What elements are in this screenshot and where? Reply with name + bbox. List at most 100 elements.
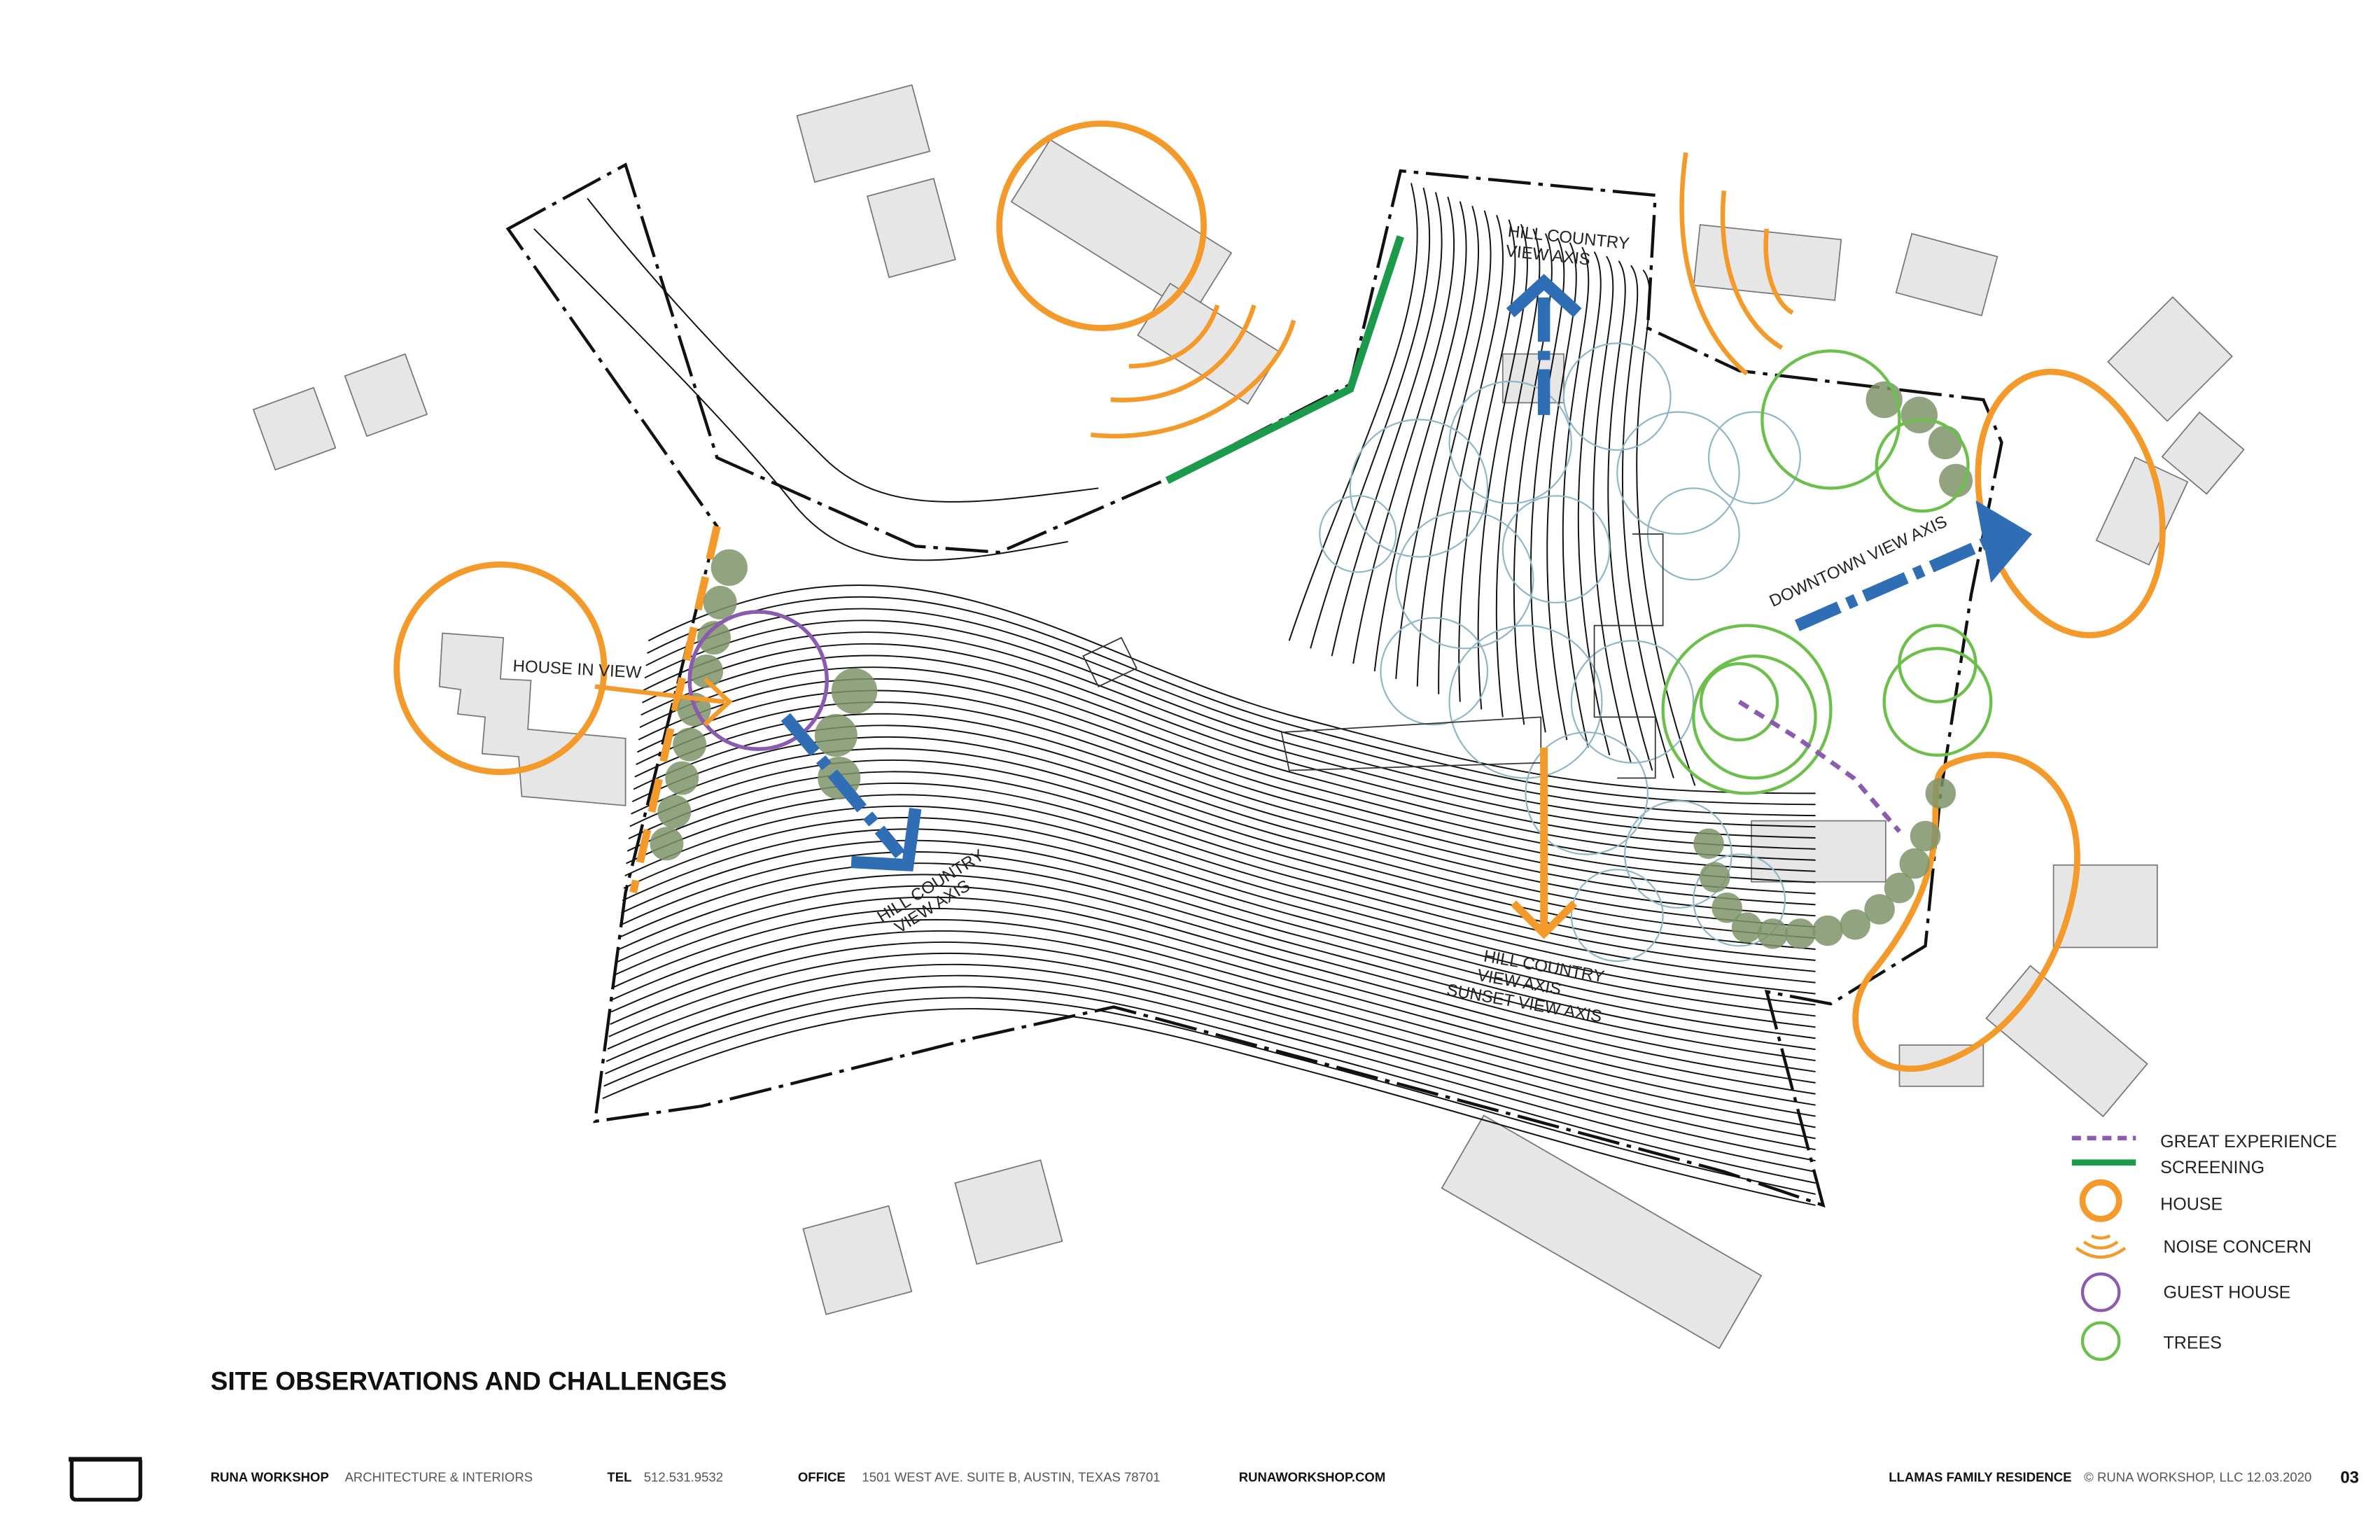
noise-arc <box>1128 304 1220 369</box>
footer-website[interactable]: RUNAWORKSHOP.COM <box>1239 1469 1386 1484</box>
tree-dot <box>1840 909 1871 940</box>
building <box>2095 456 2189 566</box>
building <box>344 353 428 438</box>
building <box>1010 139 1233 316</box>
tree-canopy <box>1693 853 1786 947</box>
noise-arc <box>1090 319 1296 439</box>
tree-canopy <box>1525 732 1648 855</box>
building <box>1751 820 1886 883</box>
existing-trees <box>1319 342 1801 962</box>
house-circle <box>996 120 1207 331</box>
contour-line <box>1438 215 1504 694</box>
arrowhead-icon <box>1511 900 1578 939</box>
tree-dot <box>1812 915 1843 946</box>
contour-line <box>1458 219 1516 702</box>
building <box>2161 411 2245 495</box>
contour-line <box>615 885 1816 1084</box>
tree-dot <box>657 794 692 829</box>
site-boundary <box>505 162 2003 1208</box>
contour-line <box>613 907 1816 1106</box>
runa-logo-bar <box>69 1457 142 1462</box>
contour-line <box>1310 187 1431 649</box>
tree-dot <box>703 585 737 620</box>
neighbor-buildings <box>252 84 2245 1350</box>
contour-line <box>1395 205 1479 679</box>
screening-line <box>1165 235 1404 484</box>
noise-arc <box>1720 190 1784 350</box>
contour-line <box>620 850 1816 1051</box>
contour-line <box>1331 192 1443 657</box>
tree-circle <box>1882 647 1993 757</box>
page-title: SITE OBSERVATIONS AND CHALLENGES <box>211 1366 727 1396</box>
footer-page-number: 03 <box>2340 1468 2359 1487</box>
tree-dot <box>831 668 878 715</box>
contour-line <box>1592 255 1632 764</box>
contour-line <box>633 724 1816 928</box>
tree-canopy <box>1448 624 1603 779</box>
tree-canopy <box>1570 869 1664 962</box>
contour-line <box>605 986 1816 1184</box>
footer-tel: 512.531.9532 <box>644 1469 723 1484</box>
legend: GREAT EXPERIENCE SCREENING HOUSE NOISE C… <box>2071 1132 2337 1362</box>
tree-circle <box>1760 349 1901 490</box>
tree-circle <box>1699 662 1779 742</box>
arrow-house-in-view <box>594 677 733 727</box>
noise-concern-markers <box>1090 152 1794 439</box>
contour-line <box>622 828 1816 1028</box>
contour-line <box>628 771 1816 972</box>
contour-line <box>624 805 1816 1006</box>
tree-circle <box>1898 624 1977 704</box>
label-house-in-view: HOUSE IN VIEW <box>512 657 642 682</box>
tree-canopy <box>1349 419 1489 558</box>
footer-firm-desc: ARCHITECTURE & INTERIORS <box>345 1469 533 1484</box>
tree-canopy <box>1616 411 1740 535</box>
tree-dot <box>1884 872 1915 904</box>
contour-line <box>1477 224 1528 710</box>
legend-great-experience: GREAT EXPERIENCE <box>2160 1132 2337 1152</box>
contour-line <box>640 654 1816 861</box>
tree-dot <box>650 827 684 861</box>
contour-line <box>1562 246 1590 748</box>
arrow-hill-country-left <box>780 713 905 859</box>
legend-guest-house-icon <box>2080 1272 2121 1312</box>
tree-dot <box>1712 892 1742 923</box>
tree-circle <box>1692 654 1817 780</box>
legend-noise-icon <box>2075 1234 2127 1259</box>
contour-line <box>617 874 1816 1072</box>
noise-arc <box>1763 228 1794 315</box>
tree-dot <box>1693 828 1724 860</box>
view-arrows <box>594 274 2033 939</box>
contour-line <box>610 941 1816 1140</box>
contour-line <box>610 930 1816 1128</box>
tree-canopy <box>1319 495 1397 573</box>
arrowhead-icon <box>1975 500 2033 583</box>
footer-office-label: OFFICE <box>798 1469 846 1484</box>
tree-canopy <box>1570 640 1695 764</box>
contour-line <box>1288 183 1418 641</box>
contour-line <box>1636 270 1696 786</box>
contour-line <box>620 839 1816 1040</box>
contour-line <box>643 631 1816 839</box>
tree-circles-green <box>1661 349 1993 795</box>
arrow-downtown <box>1794 528 2009 631</box>
tree-canopy <box>1448 380 1572 505</box>
footer: RUNA WORKSHOP ARCHITECTURE & INTERIORS T… <box>69 1457 2359 1502</box>
contour-line <box>647 596 1816 806</box>
contour-line <box>648 584 1816 794</box>
contour-line <box>645 608 1816 817</box>
tree-dot <box>1899 848 1931 879</box>
contour-line <box>1352 196 1455 664</box>
tree-canopy <box>1380 617 1489 726</box>
building <box>954 1159 1063 1265</box>
footer-firm: RUNA WORKSHOP <box>211 1469 329 1484</box>
contour-line <box>1546 242 1577 741</box>
tree-dot <box>1785 918 1816 949</box>
contour-line <box>631 748 1816 950</box>
tree-canopy <box>1562 342 1672 451</box>
tree-dot <box>1731 912 1763 943</box>
tree-circle <box>1661 624 1833 795</box>
contour-line <box>606 974 1816 1173</box>
legend-trees: TREES <box>2164 1334 2222 1353</box>
building <box>1895 232 1998 316</box>
building <box>1137 282 1281 405</box>
